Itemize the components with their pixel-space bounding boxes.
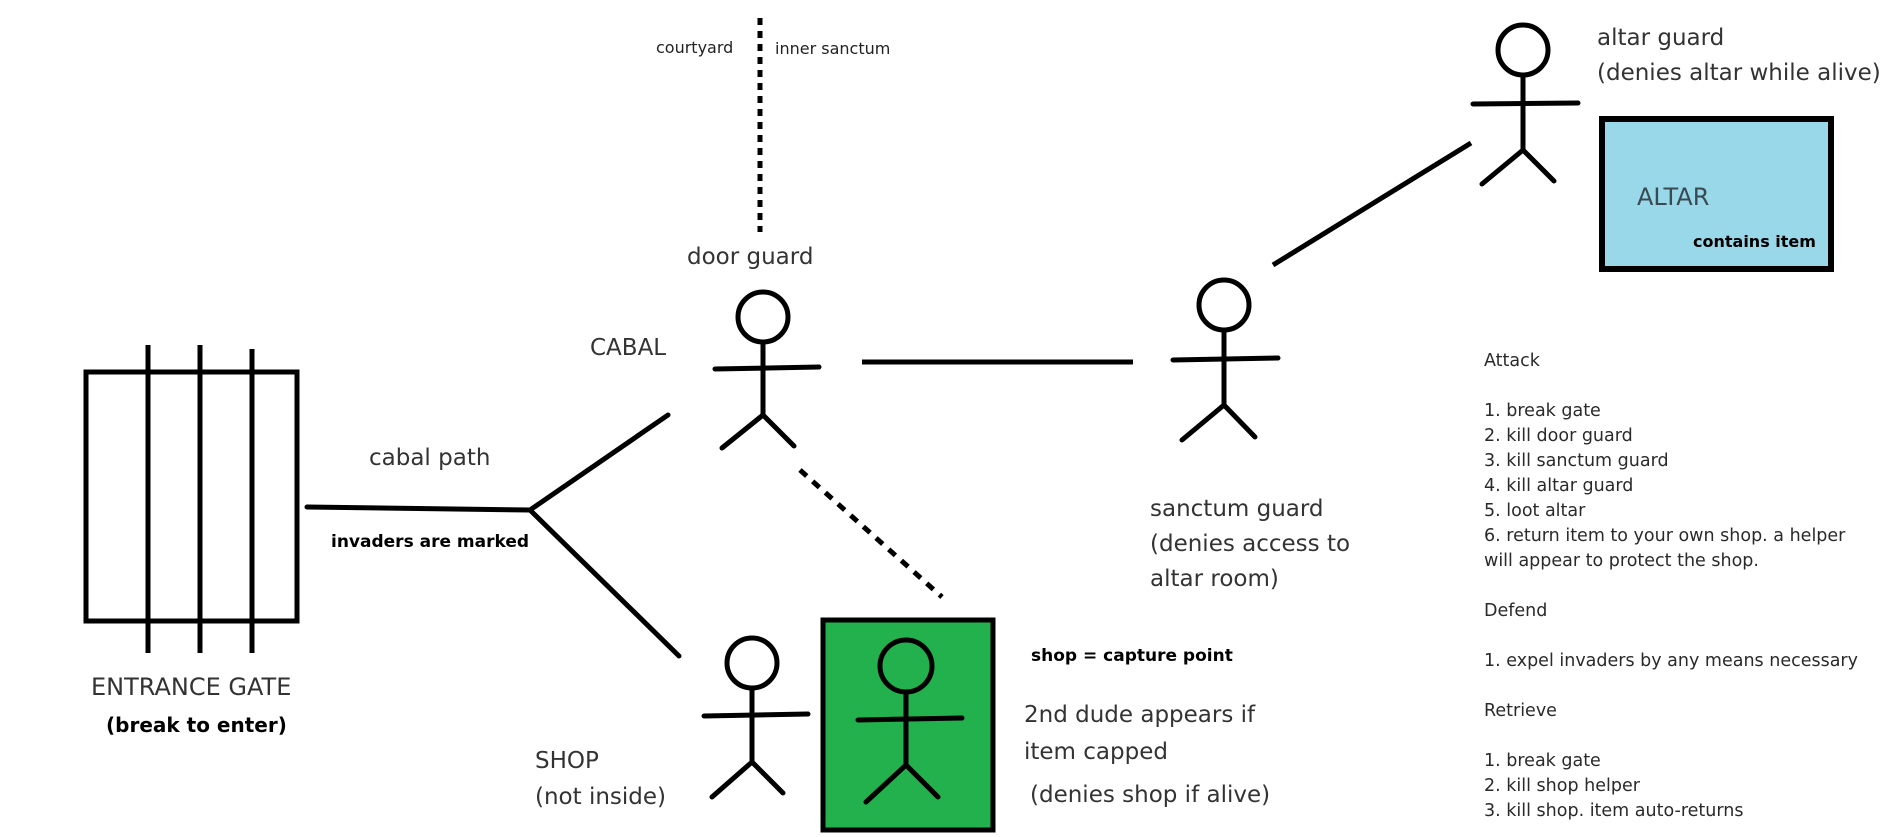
attack-step: 5. loot altar: [1484, 501, 1586, 521]
defend-step: 1. expel invaders by any means necessary: [1484, 651, 1858, 671]
entrance-gate-note: (break to enter): [106, 713, 287, 737]
cabal-path-lines: [304, 412, 682, 659]
retrieve-title: Retrieve: [1484, 701, 1557, 721]
altar-label: ALTAR: [1637, 183, 1710, 211]
altar-guard-figure-icon: [1470, 22, 1581, 187]
sanctum-guard-figure-icon: [1170, 277, 1281, 443]
courtyard-label: courtyard: [656, 38, 734, 57]
attack-step: 4. kill altar guard: [1484, 476, 1634, 496]
shop-helper-figure-icon: [701, 635, 811, 800]
retrieve-step: 3. kill shop. item auto-returns: [1484, 801, 1744, 821]
sanctum-guard-label: sanctum guard (denies access to altar ro…: [1150, 496, 1351, 592]
shop-deny-note: (denies shop if alive): [1030, 782, 1271, 808]
altar-guard-label: altar guard (denies altar while alive): [1597, 25, 1881, 86]
cabal-faction-label: CABAL: [590, 335, 667, 361]
entrance-gate-label: ENTRANCE GATE: [91, 673, 292, 701]
defend-title: Defend: [1484, 601, 1548, 621]
retrieve-step: 2. kill shop helper: [1484, 776, 1640, 796]
sanctum-to-altar-line: [1271, 140, 1473, 268]
shopkeeper-figure-icon: [855, 637, 965, 805]
attack-step: 1. break gate: [1484, 401, 1601, 421]
entrance-gate-icon: [83, 345, 300, 653]
attack-title: Attack: [1484, 351, 1540, 371]
door-guard-figure-icon: [712, 289, 822, 451]
door-to-shop-dashed-line: [798, 468, 944, 599]
shop-helper-note: 2nd dude appears if item capped: [1024, 702, 1256, 765]
altar-contents-label: contains item: [1693, 232, 1816, 251]
door-guard-label: door guard: [687, 244, 814, 270]
shop-capture-label: shop = capture point: [1031, 646, 1233, 666]
attack-step: 6. return item to your own shop. a helpe…: [1484, 526, 1846, 546]
cabal-path-note: invaders are marked: [331, 532, 530, 552]
attack-step: 2. kill door guard: [1484, 426, 1633, 446]
shop-note: (not inside): [535, 784, 667, 810]
inner-sanctum-label: inner sanctum: [775, 39, 891, 58]
shop-label: SHOP: [535, 748, 599, 774]
retrieve-step: 1. break gate: [1484, 751, 1601, 771]
attack-step: 3. kill sanctum guard: [1484, 451, 1669, 471]
plan-panel: Attack 1. break gate 2. kill door guard …: [1484, 349, 1858, 824]
attack-step: will appear to protect the shop.: [1484, 551, 1759, 571]
altar-box: [1599, 116, 1834, 272]
cabal-path-label: cabal path: [369, 445, 491, 471]
